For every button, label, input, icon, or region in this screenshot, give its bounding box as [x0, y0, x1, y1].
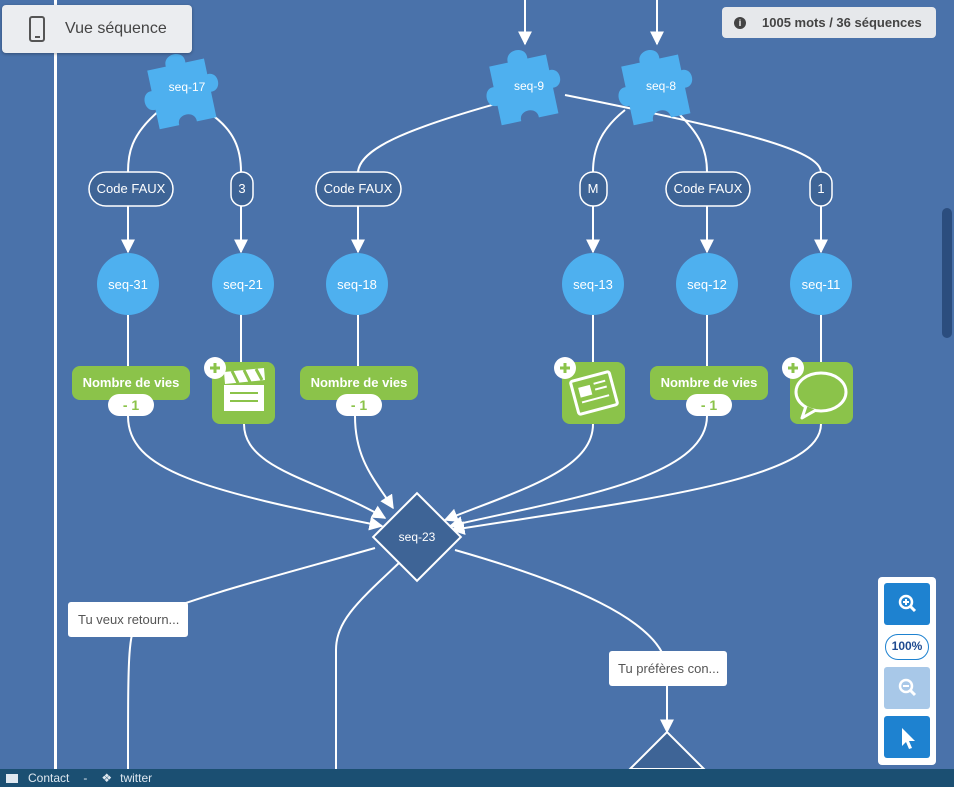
puzzle-label: seq-17 — [169, 80, 206, 94]
svg-text:1: 1 — [817, 181, 824, 196]
choice-option[interactable]: Tu préfères con... — [609, 651, 727, 686]
clapperboard-icon — [224, 368, 265, 411]
puzzle-node-seq-17[interactable]: seq-17 — [136, 46, 225, 131]
choice-option[interactable]: Tu veux retourn... — [68, 602, 188, 637]
choice-node-seq-23[interactable]: seq-23 — [371, 491, 463, 583]
speech-bubble-icon — [794, 371, 848, 420]
sequence-node-seq-12[interactable]: seq-12 — [676, 253, 738, 315]
footer: Contact - ❖ twitter — [0, 769, 954, 787]
zoom-level[interactable]: 100% — [885, 634, 929, 660]
timeline-line — [54, 0, 57, 769]
media-tile-dialogue[interactable] — [782, 357, 853, 424]
twitter-link[interactable]: twitter — [120, 771, 153, 785]
svg-text:- 1: - 1 — [123, 397, 140, 413]
info-icon: i — [734, 16, 746, 29]
lives-modifier[interactable]: Nombre de vies - 1 — [650, 366, 768, 416]
svg-text:seq-21: seq-21 — [223, 277, 263, 292]
svg-text:seq-31: seq-31 — [108, 277, 148, 292]
sequence-view-button[interactable]: Vue séquence — [2, 5, 192, 53]
stats-text: 1005 mots / 36 séquences — [762, 15, 922, 30]
zoom-out-button[interactable] — [884, 667, 930, 709]
cursor-icon — [902, 728, 915, 749]
choice-node-partial[interactable] — [628, 730, 706, 769]
select-tool-button[interactable] — [884, 716, 930, 758]
lives-modifier[interactable]: Nombre de vies - 1 — [72, 366, 190, 416]
footer-separator: - — [83, 771, 88, 785]
svg-text:- 1: - 1 — [701, 397, 718, 413]
condition-pill[interactable]: M — [579, 171, 608, 207]
envelope-icon — [6, 773, 18, 783]
phone-icon — [29, 16, 45, 42]
sequence-view-label: Vue séquence — [65, 20, 167, 37]
media-tile-text[interactable] — [554, 357, 625, 424]
flow-canvas[interactable]: seq-17 seq-9 seq-8 Code FAUX 3 Code FAUX… — [0, 0, 954, 769]
puzzle-icon — [618, 50, 693, 126]
svg-text:seq-18: seq-18 — [337, 277, 377, 292]
svg-text:Code FAUX: Code FAUX — [97, 181, 166, 196]
add-icon — [210, 363, 220, 373]
zoom-in-button[interactable] — [884, 583, 930, 625]
svg-text:Tu préfères con...: Tu préfères con... — [618, 661, 719, 676]
svg-text:Nombre de vies: Nombre de vies — [661, 375, 758, 390]
svg-text:M: M — [588, 181, 599, 196]
condition-pill[interactable]: Code FAUX — [88, 171, 174, 207]
puzzle-label: seq-8 — [646, 79, 676, 93]
lives-modifier[interactable]: Nombre de vies - 1 — [300, 366, 418, 416]
newspaper-icon — [569, 370, 619, 416]
condition-pill[interactable]: Code FAUX — [665, 171, 751, 207]
svg-text:Code FAUX: Code FAUX — [674, 181, 743, 196]
sequence-node-seq-11[interactable]: seq-11 — [790, 253, 852, 315]
vertical-scrollbar[interactable] — [942, 208, 952, 338]
svg-text:seq-11: seq-11 — [802, 277, 841, 292]
condition-pill[interactable]: Code FAUX — [315, 171, 402, 207]
svg-text:seq-23: seq-23 — [399, 530, 436, 544]
contact-link[interactable]: Contact — [28, 771, 70, 785]
add-icon — [788, 363, 798, 373]
svg-text:- 1: - 1 — [351, 397, 368, 413]
puzzle-icon — [144, 54, 219, 130]
media-tile-video[interactable] — [204, 357, 275, 424]
sequence-node-seq-31[interactable]: seq-31 — [97, 253, 159, 315]
zoom-panel: 100% — [878, 577, 936, 765]
zoom-in-icon — [898, 594, 917, 613]
stats-badge: i 1005 mots / 36 séquences — [722, 7, 936, 38]
add-icon — [560, 363, 570, 373]
svg-text:seq-12: seq-12 — [687, 277, 727, 292]
condition-pill[interactable]: 3 — [230, 171, 254, 207]
puzzle-label: seq-9 — [514, 79, 544, 93]
condition-pill[interactable]: 1 — [809, 171, 833, 207]
sequence-node-seq-21[interactable]: seq-21 — [212, 253, 274, 315]
sequence-node-seq-13[interactable]: seq-13 — [562, 253, 624, 315]
twitter-icon: ❖ — [101, 771, 113, 785]
puzzle-icon — [486, 50, 561, 126]
svg-text:seq-13: seq-13 — [573, 277, 613, 292]
svg-text:Nombre de vies: Nombre de vies — [83, 375, 180, 390]
puzzle-node-seq-8[interactable]: seq-8 — [610, 42, 699, 127]
puzzle-node-seq-9[interactable]: seq-9 — [478, 42, 567, 127]
svg-text:Tu veux retourn...: Tu veux retourn... — [78, 612, 179, 627]
svg-text:3: 3 — [238, 181, 245, 196]
zoom-out-icon — [898, 678, 917, 697]
sequence-node-seq-18[interactable]: seq-18 — [326, 253, 388, 315]
svg-text:Code FAUX: Code FAUX — [324, 181, 393, 196]
svg-text:Nombre de vies: Nombre de vies — [311, 375, 408, 390]
